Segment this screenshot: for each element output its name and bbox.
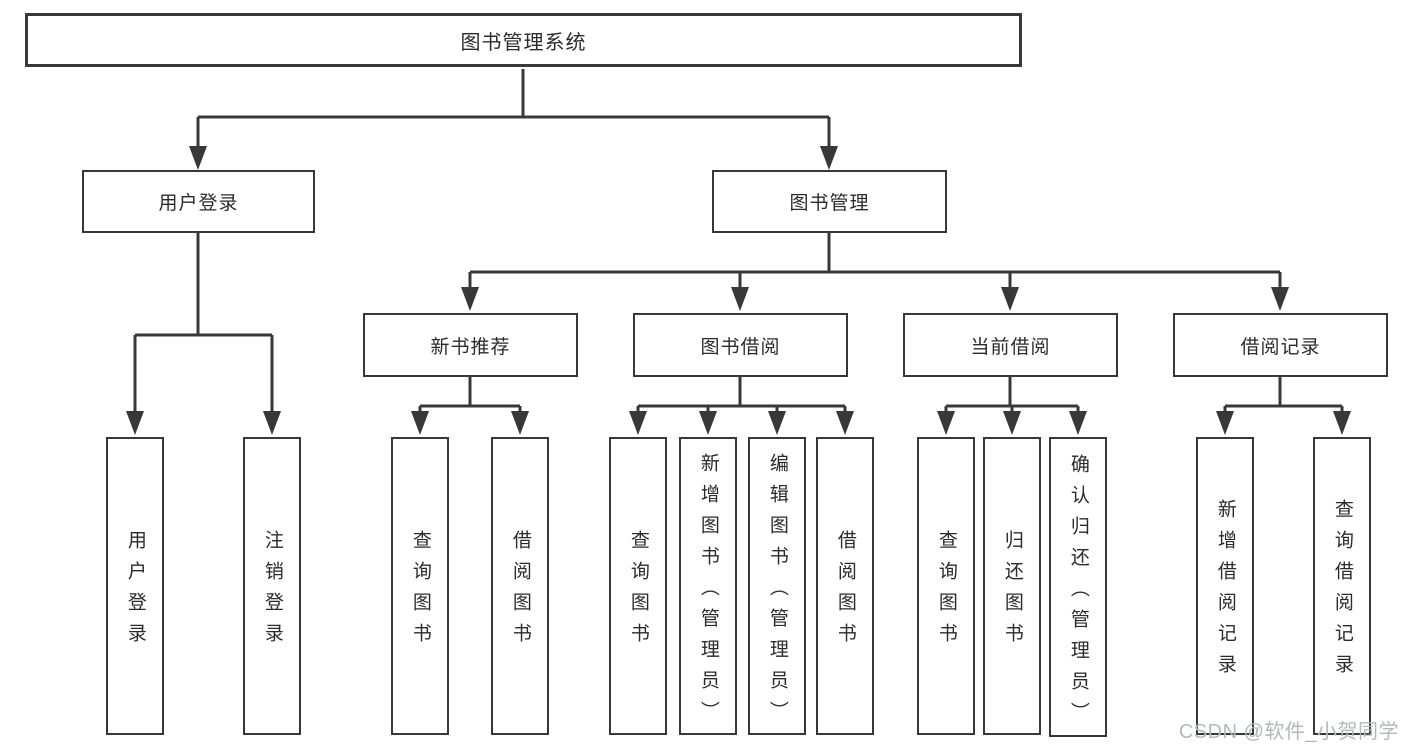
connector-book-management-to-level3	[461, 233, 1289, 311]
node-user-login: 用户登录	[82, 170, 315, 233]
connector-borrow-record-to-leaves	[1216, 377, 1351, 435]
leaf-query-books-current: 查询图书	[917, 437, 975, 735]
node-user-login-label: 用户登录	[158, 193, 239, 214]
node-borrow-record: 借阅记录	[1173, 313, 1388, 377]
leaf-query-books-recommend-label: 查询图书	[409, 530, 431, 654]
connector-book-borrow-to-leaves	[629, 377, 854, 435]
node-library-system-label: 图书管理系统	[460, 31, 587, 54]
leaf-add-borrow-record-label: 新增借阅记录	[1214, 499, 1236, 685]
node-book-management: 图书管理	[712, 170, 947, 233]
leaf-return-books-label: 归还图书	[1001, 530, 1023, 654]
leaf-edit-books-admin-label: 编辑图书（管理员）	[766, 452, 788, 732]
leaf-borrow-books: 借阅图书	[816, 437, 874, 735]
leaf-user-login: 用户登录	[106, 437, 164, 735]
leaf-query-books-borrow-label: 查询图书	[627, 530, 649, 654]
leaf-query-books-current-label: 查询图书	[935, 530, 957, 654]
leaf-borrow-books-label: 借阅图书	[834, 530, 856, 654]
connector-root-to-level2	[189, 69, 838, 170]
leaf-query-borrow-record: 查询借阅记录	[1313, 437, 1371, 735]
leaf-logout: 注销登录	[243, 437, 301, 735]
leaf-confirm-return-admin: 确认归还（管理员）	[1049, 437, 1107, 737]
csdn-watermark: CSDN @软件_小贺同学	[1178, 721, 1399, 743]
connector-current-borrow-to-leaves	[937, 377, 1087, 435]
leaf-edit-books-admin: 编辑图书（管理员）	[748, 437, 806, 735]
node-book-borrow: 图书借阅	[633, 313, 848, 377]
leaf-add-borrow-record: 新增借阅记录	[1196, 437, 1254, 735]
node-new-book-recommend: 新书推荐	[363, 313, 578, 377]
leaf-query-books-borrow: 查询图书	[609, 437, 667, 735]
node-new-book-recommend-label: 新书推荐	[430, 336, 511, 358]
leaf-add-books-admin: 新增图书（管理员）	[679, 437, 737, 735]
leaf-query-books-recommend: 查询图书	[391, 437, 449, 735]
leaf-query-borrow-record-label: 查询借阅记录	[1331, 499, 1353, 685]
node-current-borrow: 当前借阅	[903, 313, 1118, 377]
leaf-return-books: 归还图书	[983, 437, 1041, 735]
leaf-borrow-books-recommend: 借阅图书	[491, 437, 549, 735]
node-book-borrow-label: 图书借阅	[700, 336, 781, 358]
leaf-add-books-admin-label: 新增图书（管理员）	[697, 452, 719, 732]
leaf-borrow-books-recommend-label: 借阅图书	[509, 530, 531, 654]
node-current-borrow-label: 当前借阅	[970, 336, 1051, 358]
node-borrow-record-label: 借阅记录	[1240, 336, 1321, 358]
connector-user-login-to-leaves	[126, 233, 281, 435]
leaf-logout-label: 注销登录	[261, 530, 283, 654]
node-library-system: 图书管理系统	[25, 13, 1022, 67]
leaf-confirm-return-admin-label: 确认归还（管理员）	[1067, 453, 1089, 733]
leaf-user-login-label: 用户登录	[124, 530, 146, 654]
node-book-management-label: 图书管理	[789, 193, 870, 214]
connector-new-book-to-leaves	[411, 377, 529, 435]
